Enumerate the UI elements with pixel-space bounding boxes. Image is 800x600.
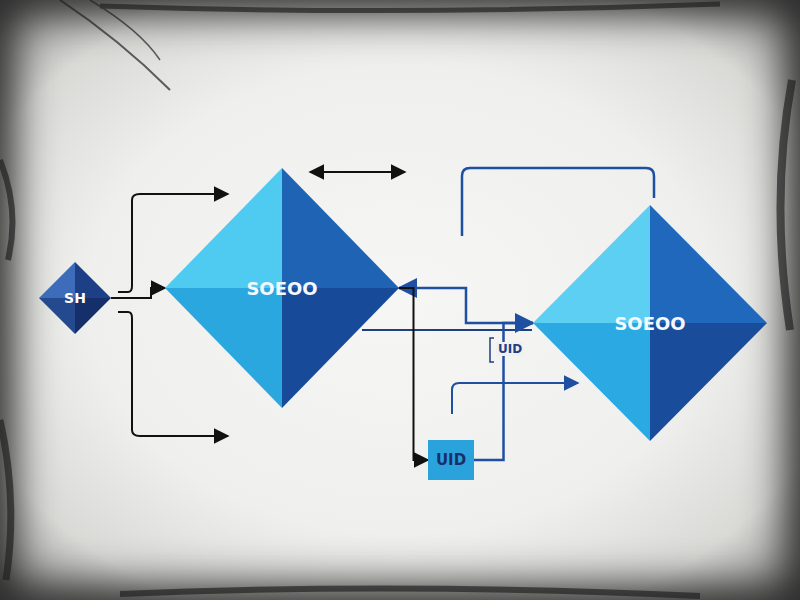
small-label: UID — [496, 342, 524, 356]
node-text: SOEOO — [614, 313, 685, 334]
connector — [111, 288, 165, 298]
decision-diamond: SOEOO — [165, 168, 399, 408]
process-box: UID — [428, 440, 474, 480]
node-text: SOEOO — [246, 278, 317, 299]
connector — [474, 323, 533, 460]
small-diamond: SH — [39, 262, 111, 334]
plain-line — [362, 329, 532, 331]
node-text: UID — [436, 451, 466, 469]
bracket-mark — [490, 338, 494, 362]
decision-diamond: SOEOO — [533, 205, 767, 441]
node-text: SH — [64, 290, 86, 306]
connector — [399, 288, 533, 323]
loop-line — [462, 168, 654, 236]
connector — [399, 288, 428, 460]
side-arrow — [452, 383, 578, 414]
double-arrow — [310, 171, 405, 173]
